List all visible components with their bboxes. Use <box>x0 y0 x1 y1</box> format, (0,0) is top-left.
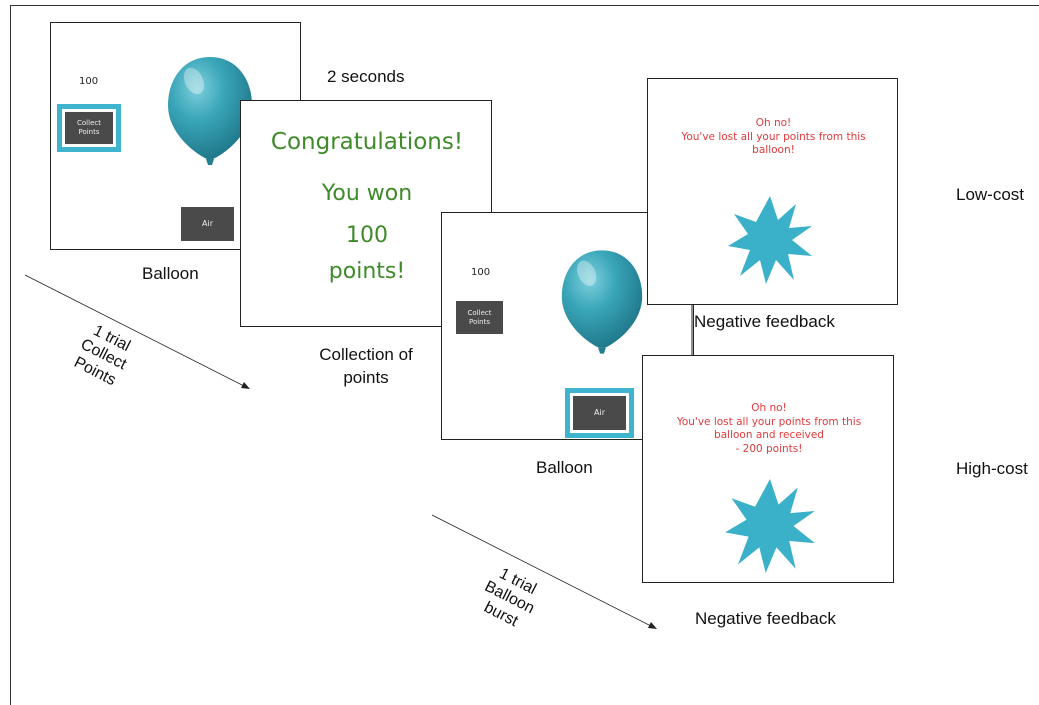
congrats-points: points! <box>328 259 406 284</box>
low-cost-caption: Negative feedback <box>694 312 835 331</box>
figure-frame <box>10 5 1039 705</box>
screen3-caption: Balloon <box>536 458 593 477</box>
screen2-caption-line1: Collection of <box>319 345 413 364</box>
high-cost-condition: High-cost <box>956 459 1028 478</box>
burst-star-icon-2 <box>725 479 815 573</box>
high-cost-message: Oh no! You've lost all your points from … <box>676 402 862 455</box>
congrats-title: Congratulations! <box>270 129 464 155</box>
congrats-amount: 100 <box>346 223 388 248</box>
screen-high-cost-feedback: Oh no! You've lost all your points from … <box>642 355 894 583</box>
collect-points-button-2[interactable]: Collect Points <box>456 301 503 334</box>
collect-points-button[interactable]: Collect Points <box>65 112 113 144</box>
timing-label: 2 seconds <box>327 67 405 86</box>
screen1-caption: Balloon <box>142 264 199 283</box>
balloon-icon-2 <box>561 250 643 354</box>
balloon-icon <box>168 57 252 165</box>
air-button-2[interactable]: Air <box>573 396 626 430</box>
burst-star-icon <box>728 196 812 284</box>
high-cost-caption: Negative feedback <box>695 609 836 628</box>
low-cost-condition: Low-cost <box>956 185 1025 204</box>
low-cost-message: Oh no! You've lost all your points from … <box>681 117 866 157</box>
connector-lines <box>24 274 693 629</box>
air-button[interactable]: Air <box>181 207 234 241</box>
screen2-caption-line2: points <box>343 368 389 387</box>
points-counter: 100 <box>79 76 99 87</box>
congrats-you-won: You won <box>321 181 413 206</box>
points-counter-2: 100 <box>471 267 491 278</box>
screen-low-cost-feedback: Oh no! You've lost all your points from … <box>647 78 898 305</box>
